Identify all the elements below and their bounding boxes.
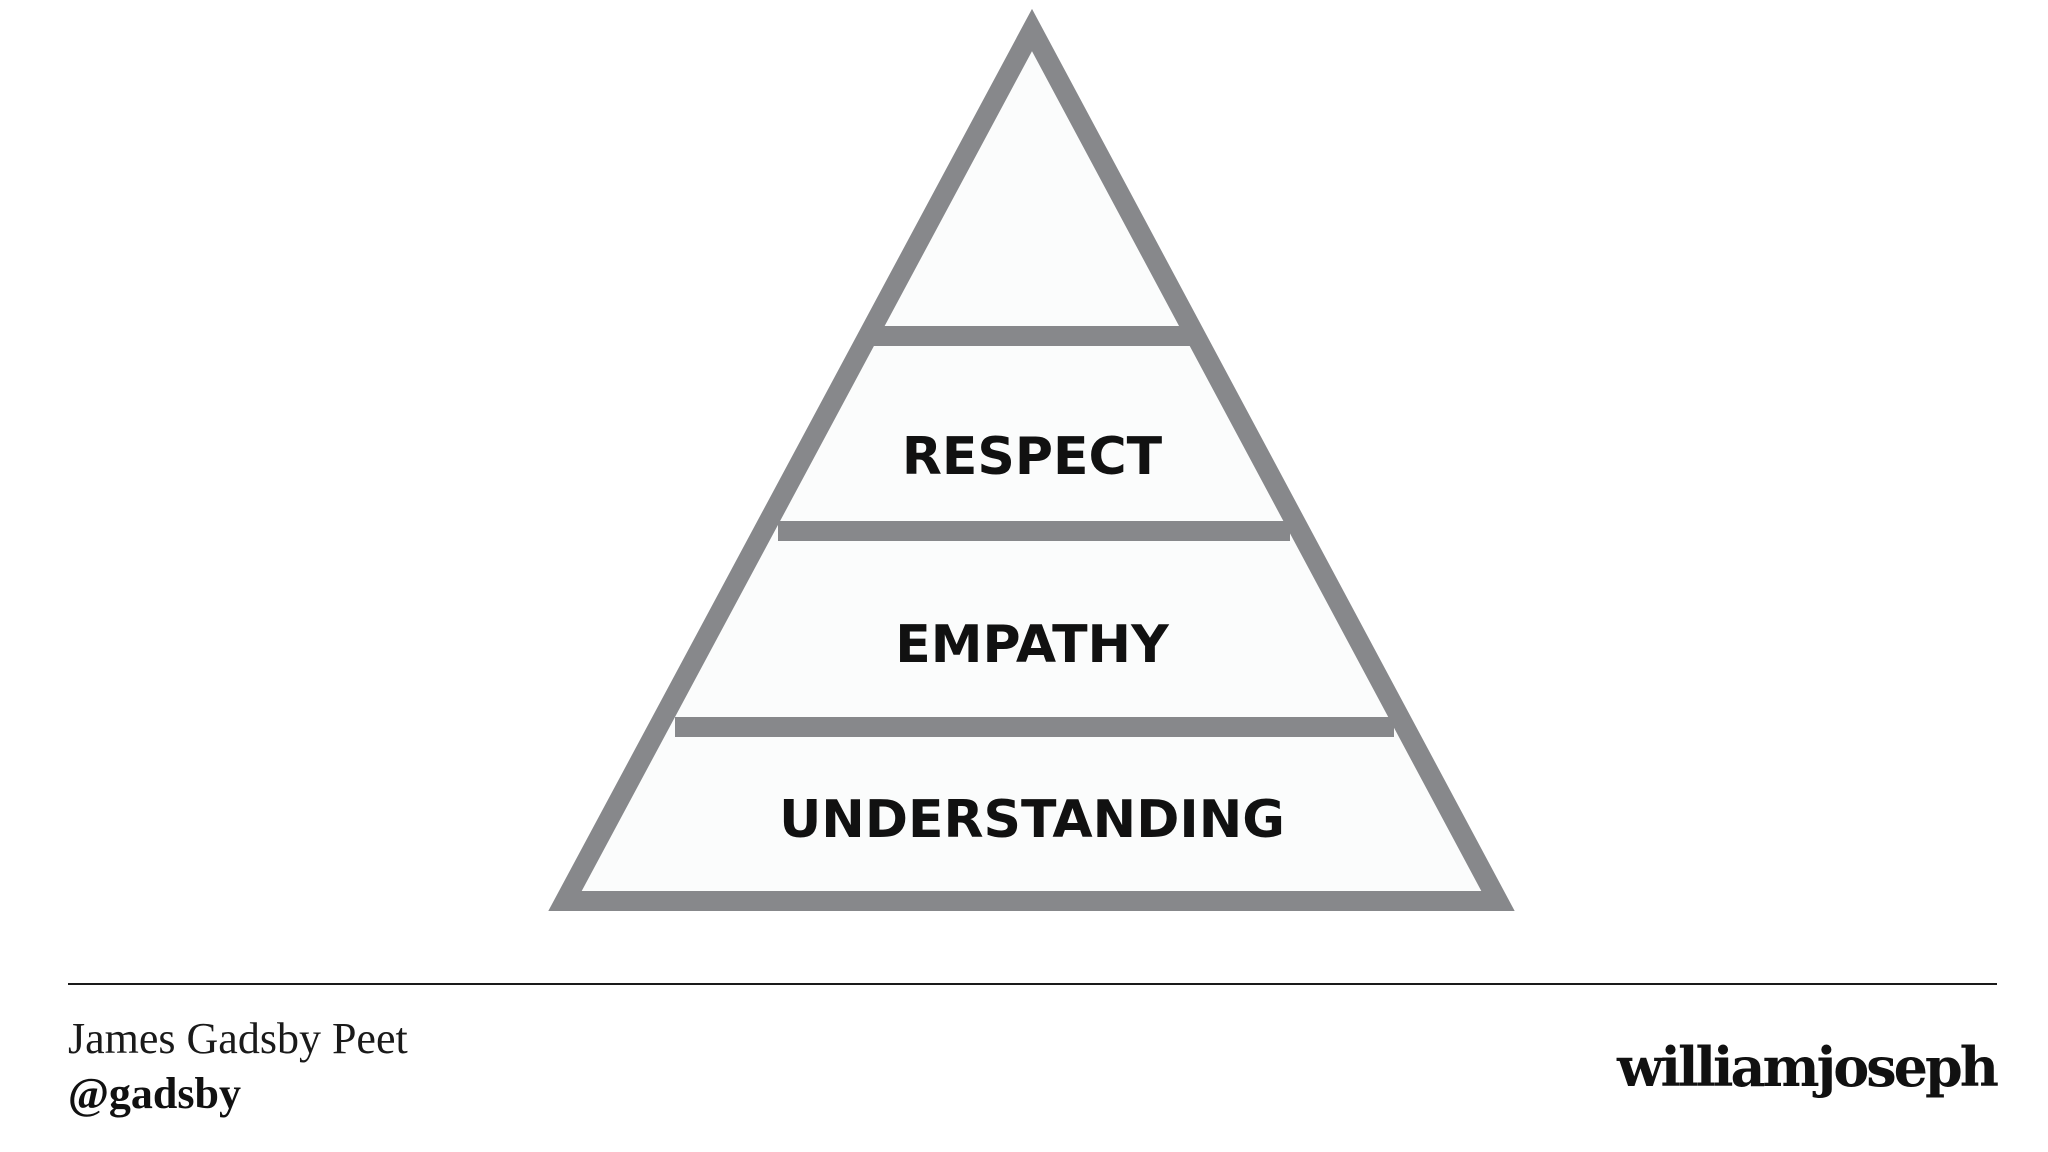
company-logo: williamjoseph [1617,1035,1999,1099]
pyramid-tier-3-label: UNDERSTANDING [779,790,1285,850]
footer-divider [68,983,1997,985]
pyramid-tier-1-label: RESPECT [902,427,1163,487]
author-name: James Gadsby Peet [68,1014,408,1063]
pyramid-tier-2-label: EMPATHY [895,615,1170,675]
author-handle: @gadsby [68,1069,241,1118]
pyramid-outline [548,8,1515,911]
